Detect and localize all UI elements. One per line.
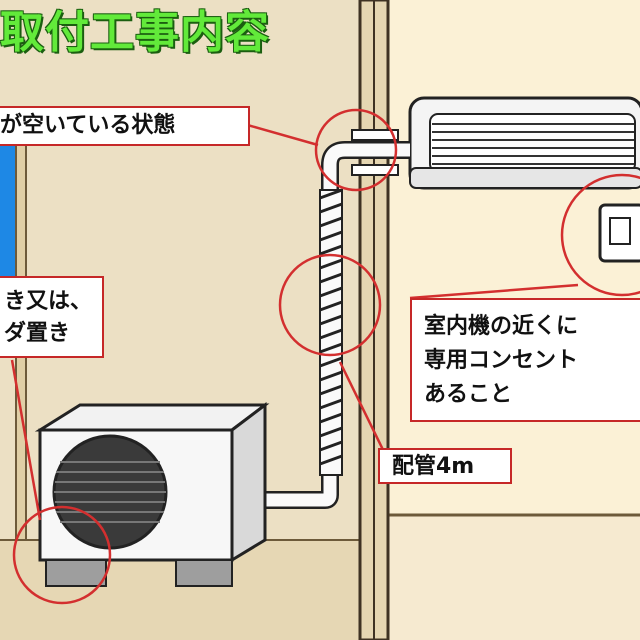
- label-outlet: 室内機の近くに 専用コンセント あること: [410, 298, 640, 422]
- callout-stand-circle: [12, 505, 112, 605]
- callout-hole-circle: [314, 108, 398, 192]
- label-ground-line-2: ダ置き: [4, 321, 71, 346]
- label-outlet-line-1: 室内機の近くに: [424, 314, 579, 339]
- label-wall-hole: が空いている状態: [0, 106, 250, 146]
- callout-pipe-circle: [278, 253, 382, 357]
- page-title: 取付工事内容: [0, 7, 270, 58]
- floor-strip: [388, 515, 640, 640]
- label-ground-placement: き又は、 ダ置き: [0, 276, 104, 358]
- window: [0, 140, 16, 310]
- callout-outlet-circle: [560, 173, 640, 297]
- refrigerant-pipe: [245, 129, 410, 509]
- label-ground-line-1: き又は、: [4, 289, 93, 314]
- label-outlet-line-3: あること: [424, 382, 513, 407]
- label-pipe-length: 配管4m: [378, 448, 512, 484]
- indoor-unit: [408, 96, 640, 190]
- outdoor-unit: [34, 401, 270, 587]
- label-outlet-line-2: 専用コンセント: [424, 348, 579, 373]
- wall-outlet: [598, 203, 640, 263]
